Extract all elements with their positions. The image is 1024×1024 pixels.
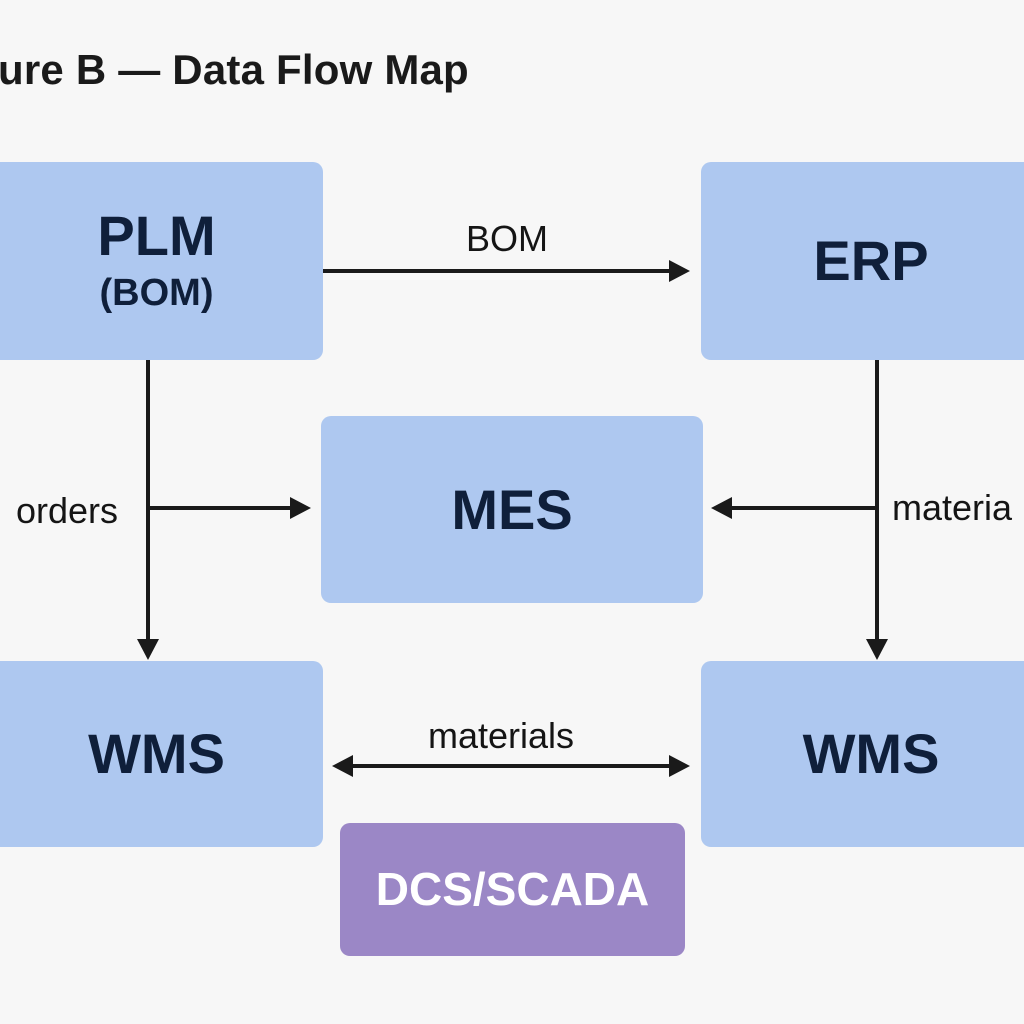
edge-label-material: materia: [892, 487, 1013, 528]
node-plm-sublabel: (BOM): [99, 272, 214, 314]
node-wms-left-label: WMS: [88, 722, 225, 786]
node-erp: ERP: [701, 162, 1024, 360]
arrow-plm-to-wms-left: [137, 360, 159, 660]
edge-label-materials: materials: [428, 715, 575, 756]
node-dcs-scada-label: DCS/SCADA: [375, 863, 650, 916]
node-plm: PLM (BOM): [0, 162, 323, 360]
edge-label-orders: orders: [16, 490, 119, 531]
arrow-orders-to-mes: [148, 497, 311, 519]
arrow-erp-to-wms-right: [866, 360, 888, 660]
node-wms-right: WMS: [701, 661, 1024, 847]
arrow-wms-bidirectional: [332, 755, 690, 777]
node-erp-label: ERP: [813, 229, 929, 293]
node-mes-label: MES: [451, 477, 573, 541]
arrow-plm-to-erp: [323, 260, 690, 282]
node-plm-label: PLM: [97, 204, 216, 268]
node-mes: MES: [321, 416, 703, 603]
node-wms-left: WMS: [0, 661, 323, 847]
edge-label-bom: BOM: [466, 218, 549, 259]
figure-title: ure B — Data Flow Map: [0, 46, 469, 93]
node-dcs-scada: DCS/SCADA: [340, 823, 685, 956]
arrow-material-to-mes: [711, 497, 877, 519]
node-wms-right-label: WMS: [802, 722, 940, 786]
